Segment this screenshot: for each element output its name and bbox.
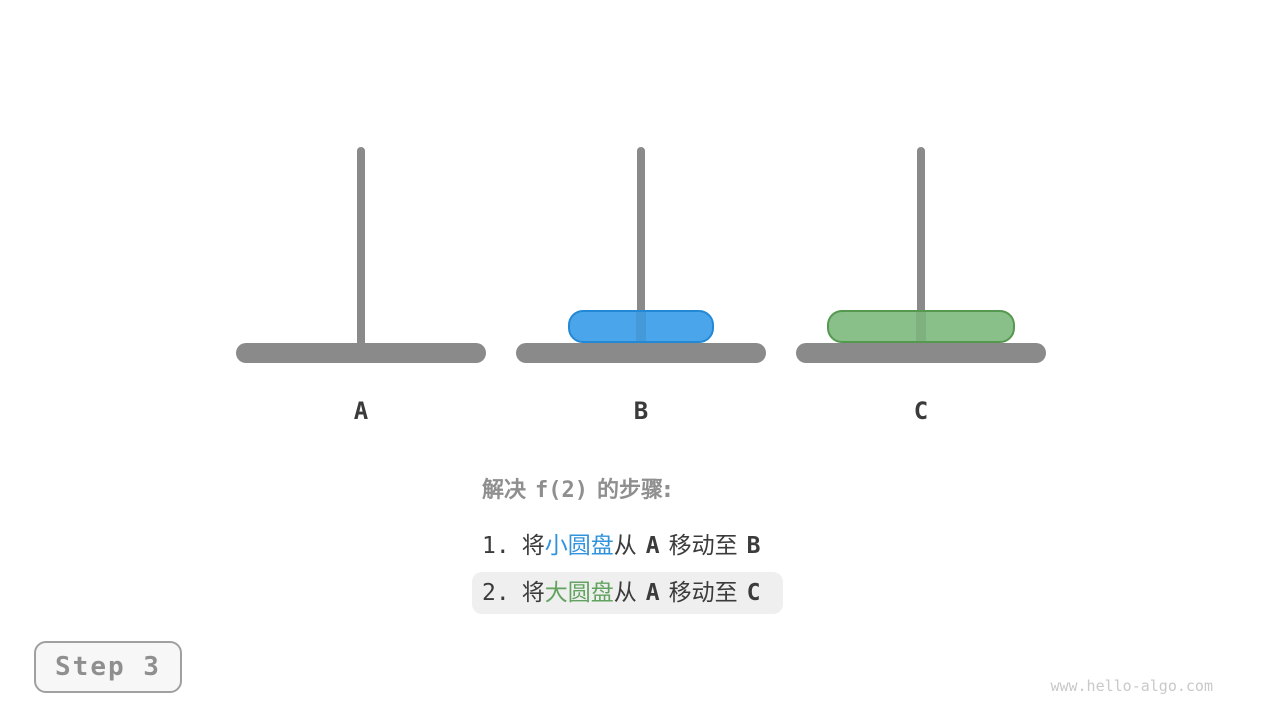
peg-b: B bbox=[516, 147, 766, 437]
small-disk bbox=[568, 310, 714, 343]
step-1-dst-peg: B bbox=[746, 533, 761, 559]
peg-a-label: A bbox=[353, 397, 369, 425]
step-2-src-peg: A bbox=[645, 580, 660, 606]
steps-title: 解决 f(2) 的步骤: bbox=[482, 474, 872, 508]
peg-c-pole bbox=[917, 147, 925, 353]
pole-shadow bbox=[916, 312, 926, 341]
step-1-action-mid: 从 bbox=[613, 533, 637, 559]
step-1-number: 1. bbox=[482, 533, 510, 559]
peg-b-label: B bbox=[633, 397, 649, 425]
peg-a: A bbox=[236, 147, 486, 437]
step-badge: Step 3 bbox=[34, 641, 182, 693]
steps-title-pre: 解决 bbox=[482, 478, 527, 503]
step-2-action-pre: 将 bbox=[521, 580, 545, 606]
steps-title-func: f(2) bbox=[535, 478, 588, 503]
steps-title-post: 的步骤: bbox=[597, 478, 672, 503]
step-1-disk-ref: 小圆盘 bbox=[544, 533, 614, 559]
watermark: www.hello-algo.com bbox=[1050, 677, 1213, 695]
step-2-disk-ref: 大圆盘 bbox=[544, 580, 614, 606]
step-2-action-mid: 从 bbox=[613, 580, 637, 606]
large-disk bbox=[827, 310, 1015, 343]
peg-a-pole bbox=[357, 147, 365, 353]
step-1-src-peg: A bbox=[645, 533, 660, 559]
step-2-action-verb: 移动至 bbox=[668, 580, 738, 606]
peg-c-base bbox=[796, 343, 1046, 363]
peg-b-pole bbox=[637, 147, 645, 353]
step-1-action-verb: 移动至 bbox=[668, 533, 738, 559]
peg-c: C bbox=[796, 147, 1046, 437]
peg-c-label: C bbox=[913, 397, 929, 425]
step-2-dst-peg: C bbox=[746, 580, 761, 606]
step-2-number: 2. bbox=[482, 580, 510, 606]
peg-a-base bbox=[236, 343, 486, 363]
step-1-action-pre: 将 bbox=[521, 533, 545, 559]
pole-shadow bbox=[636, 312, 646, 341]
peg-b-base bbox=[516, 343, 766, 363]
